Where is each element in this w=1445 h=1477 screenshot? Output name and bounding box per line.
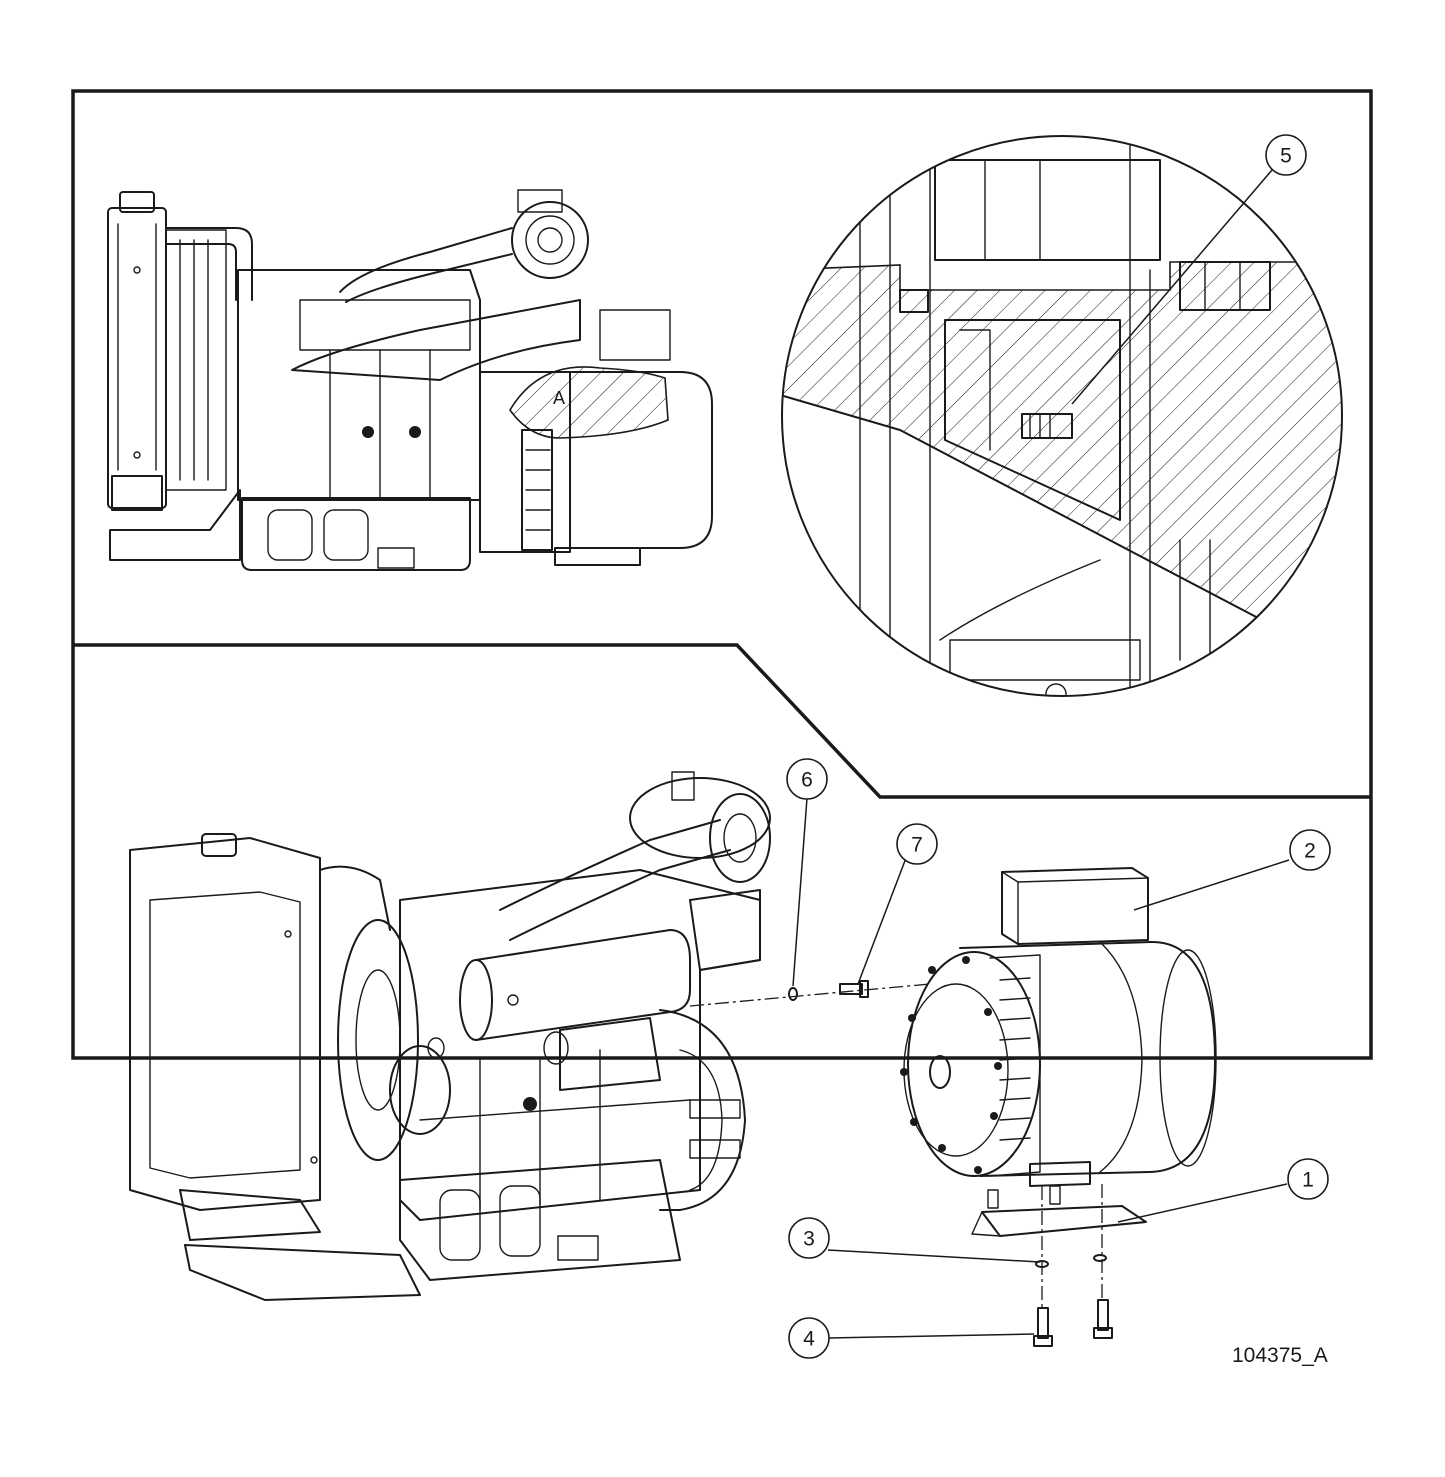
detail-view-label-a: A (553, 388, 565, 408)
callout-leaders (792, 169, 1290, 1339)
callout-4: 4 (788, 1317, 830, 1359)
engine-isometric-view (129, 771, 771, 1301)
svg-text:2: 2 (1304, 840, 1316, 863)
callout-1: 1 (1287, 1158, 1329, 1200)
svg-text:7: 7 (911, 834, 923, 857)
svg-text:4: 4 (803, 1328, 815, 1351)
drawing-number: 104375_A (1232, 1344, 1328, 1367)
figure-frame (71, 89, 1373, 1060)
callout-3: 3 (788, 1217, 830, 1259)
generator-end (900, 867, 1217, 1187)
callout-2: 2 (1289, 829, 1331, 871)
svg-text:5: 5 (1280, 145, 1292, 168)
svg-text:6: 6 (801, 769, 813, 792)
callout-5: 5 (1265, 134, 1307, 176)
svg-text:1: 1 (1302, 1169, 1314, 1192)
callout-7: 7 (896, 823, 938, 865)
fastener-bolt-7 (839, 980, 869, 998)
svg-text:3: 3 (803, 1228, 815, 1251)
fastener-washer-6 (788, 987, 798, 1001)
engine-side-view: A (107, 189, 713, 571)
fastener-washer-3 (1035, 1254, 1107, 1268)
mounting-foot (971, 1185, 1147, 1237)
assembly-centerlines (689, 983, 1103, 1308)
fastener-bolt-4 (1033, 1299, 1113, 1347)
detail-view-a (781, 135, 1343, 697)
callout-6: 6 (786, 758, 828, 800)
